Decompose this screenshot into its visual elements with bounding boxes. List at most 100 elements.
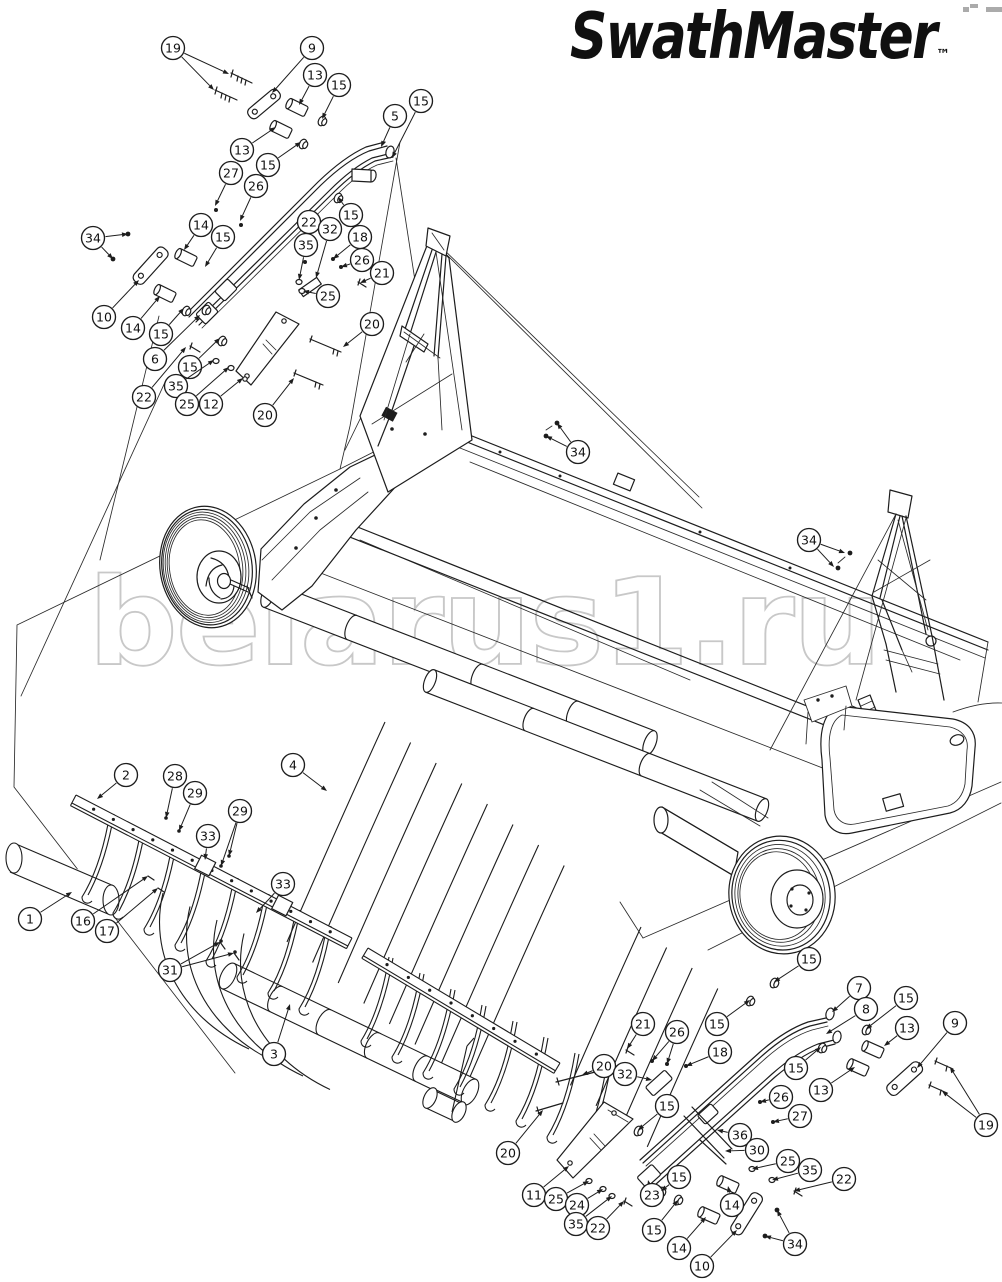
balloon-number: 26 (248, 179, 264, 194)
leader-line (151, 351, 183, 388)
leader-arrowhead (297, 273, 303, 280)
balloon-circle (782, 1231, 808, 1257)
balloon-number: 34 (801, 533, 817, 548)
balloon-circle (160, 35, 186, 61)
balloon-circle (787, 1103, 813, 1129)
leader-line (777, 1172, 799, 1179)
leader-arrowhead (773, 1118, 780, 1123)
balloon-number: 15 (709, 1017, 725, 1032)
balloon-number: 20 (364, 317, 380, 332)
leader-line (168, 312, 181, 325)
leader-line (217, 184, 226, 201)
leader-arrowhead (256, 907, 262, 913)
balloon-circle (195, 823, 221, 849)
leader-arrowhead (303, 289, 310, 295)
balloon-circle (315, 283, 341, 309)
leader-line (655, 1041, 670, 1057)
leader-arrowhead (299, 98, 304, 105)
balloon-circle (612, 1061, 638, 1087)
leader-line (259, 892, 275, 909)
callout-34: 34 (765, 1210, 808, 1257)
logo: SwathMaster ™ (570, 0, 950, 74)
balloon-number: 34 (85, 231, 101, 246)
balloon-number: 15 (801, 952, 817, 967)
balloon-circle (120, 315, 146, 341)
leader-arrowhead (220, 859, 226, 866)
balloon-circle (641, 1217, 667, 1243)
leader-arrowhead (826, 1028, 833, 1034)
balloon-number: 15 (215, 230, 231, 245)
balloon-circle (630, 1011, 656, 1037)
callout-35: 35 (563, 1196, 612, 1237)
balloon-number: 3 (270, 1047, 278, 1062)
leader-arrowhead (272, 86, 278, 93)
leader-arrowhead (686, 1061, 693, 1066)
balloon-number: 35 (802, 1163, 818, 1178)
balloon-circle (382, 103, 408, 129)
windguard-bottom (535, 977, 954, 1239)
leader-arrowhead (666, 1057, 671, 1064)
leader-line (341, 201, 345, 206)
leader-line (710, 1233, 734, 1258)
balloon-circle (229, 137, 255, 163)
leader-arrowhead (333, 253, 340, 259)
balloon-circle (853, 996, 879, 1022)
leader-line (778, 965, 799, 980)
balloon-number: 11 (526, 1188, 542, 1203)
leader-line (946, 1094, 977, 1118)
balloon-number: 13 (307, 68, 323, 83)
leader-line (765, 1099, 769, 1102)
leader-arrowhead (772, 1176, 779, 1181)
leader-line (585, 1199, 608, 1217)
leader-arrowhead (222, 69, 229, 74)
balloon-number: 36 (732, 1128, 748, 1143)
balloon-circle (664, 1019, 690, 1045)
balloon-number: 22 (301, 215, 317, 230)
leader-line (888, 1035, 898, 1043)
callout-22: 22 (131, 347, 186, 410)
balloon-circle (942, 1010, 968, 1036)
balloon-number: 9 (951, 1016, 959, 1031)
balloon-number: 33 (200, 829, 216, 844)
balloon-number: 15 (898, 991, 914, 1006)
leader-arrowhead (107, 253, 113, 259)
leader-arrowhead (360, 278, 367, 283)
leader-arrowhead (341, 262, 348, 268)
callout-15: 15 (641, 1200, 678, 1243)
leader-line (870, 1005, 897, 1026)
balloon-number: 8 (862, 1002, 870, 1017)
balloon-number: 27 (792, 1109, 808, 1124)
balloon-number: 32 (322, 222, 338, 237)
balloon-circle (359, 311, 385, 337)
callout-9: 9 (917, 1010, 968, 1068)
balloon-number: 13 (234, 143, 250, 158)
leader-arrowhead (151, 888, 158, 894)
leader-arrowhead (338, 197, 344, 204)
balloon-number: 18 (712, 1045, 728, 1060)
leader-arrowhead (240, 214, 245, 221)
callout-20: 20 (343, 311, 385, 347)
balloon-circle (707, 1039, 733, 1065)
leader-line (606, 1204, 621, 1220)
leader-arrowhead (743, 1000, 750, 1006)
leader-line (277, 145, 297, 159)
leader-line (337, 244, 351, 256)
callout-15: 15 (322, 72, 352, 119)
leader-line (778, 1118, 788, 1122)
callout-26: 26 (760, 1084, 794, 1110)
balloon-circle (218, 160, 244, 186)
leader-line (196, 370, 225, 397)
leader-arrowhead (546, 436, 553, 441)
balloon-circle (91, 304, 117, 330)
callout-34: 34 (546, 423, 591, 465)
leader-line (515, 1114, 540, 1144)
leader-line (222, 822, 237, 861)
callout-14: 14 (666, 1217, 706, 1261)
balloon-number: 15 (343, 208, 359, 223)
leader-arrowhead (605, 1196, 612, 1202)
balloon-number: 16 (75, 914, 91, 929)
leader-arrowhead (180, 347, 186, 354)
leader-line (180, 804, 191, 826)
callout-1: 1 (17, 892, 72, 932)
balloon-circle (744, 1137, 770, 1163)
